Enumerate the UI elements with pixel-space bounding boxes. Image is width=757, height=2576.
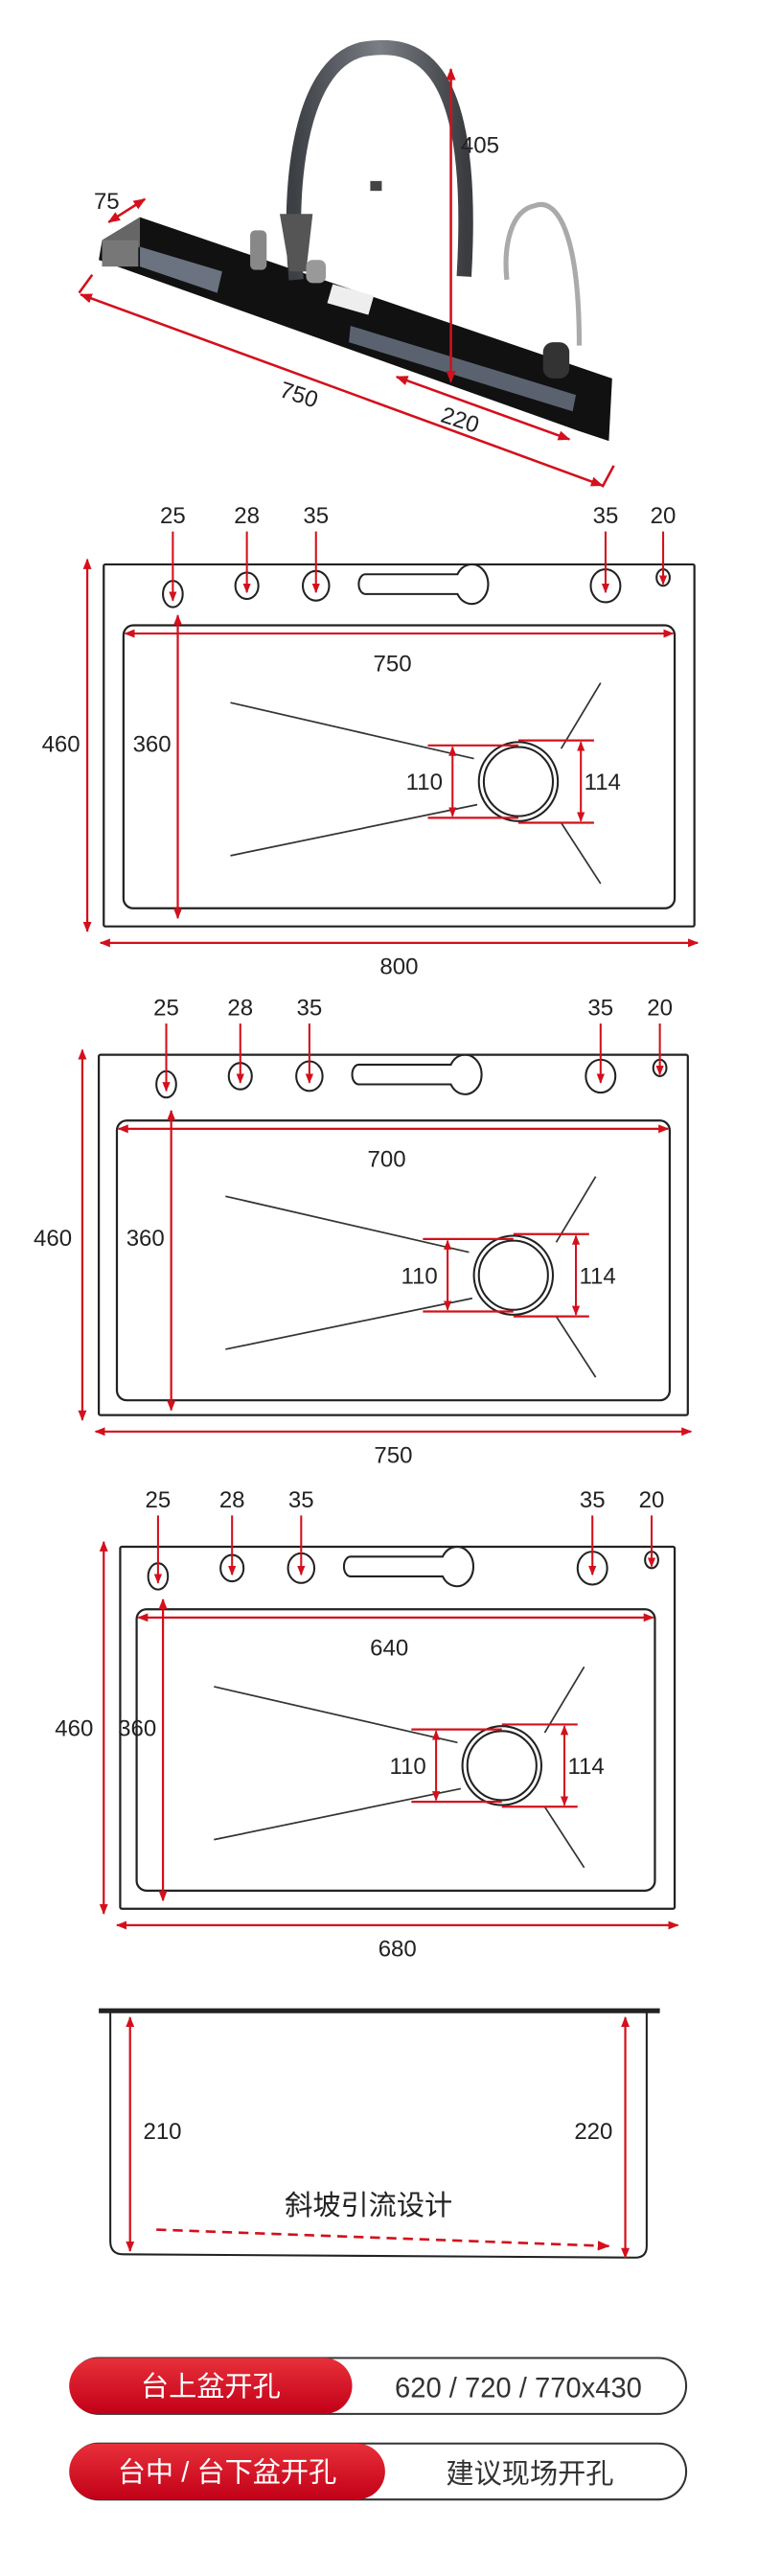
slope-guide-line — [560, 822, 602, 885]
slope-guide-line — [543, 1666, 585, 1734]
hole-size-label: 35 — [580, 1487, 606, 1513]
basin-width-label: 700 — [368, 1146, 406, 1172]
slope-guide-line — [555, 1176, 597, 1243]
basin-width-label: 640 — [370, 1635, 408, 1661]
slope-drainage-label: 斜坡引流设计 — [285, 2190, 452, 2221]
sink-cross-section: 210 220 斜坡引流设计 — [99, 2008, 660, 2259]
faucet-dimensions: 405 75 750 220 — [78, 67, 615, 488]
hole-size-label: 28 — [219, 1487, 245, 1513]
drain-outer-ring — [461, 1725, 543, 1806]
hole-size-label: 35 — [593, 503, 619, 529]
basin-width-label: 750 — [374, 652, 412, 678]
sink-plan-2: 25 28 35 35 20 700 360 460 750 110 114 — [34, 995, 693, 1468]
faucet-height-label: 405 — [461, 133, 499, 159]
outer-height-label: 460 — [42, 732, 80, 758]
slope-guide-line — [214, 1686, 458, 1744]
hole-size-label: 35 — [288, 1487, 314, 1513]
hole-size-label: 25 — [153, 995, 179, 1021]
drain-outer-label: 114 — [567, 1754, 604, 1780]
drain-outer-label: 114 — [585, 770, 621, 795]
hole-size-label: 35 — [297, 995, 323, 1021]
drain-outer-ring — [477, 741, 560, 822]
outer-width-label: 800 — [379, 954, 418, 979]
waterfall-length-label: 220 — [438, 402, 482, 439]
basin-depth-label: 360 — [118, 1715, 156, 1741]
basin-outline — [135, 1608, 656, 1892]
slope-guide-line — [225, 1195, 470, 1254]
drain-outer-label: 114 — [579, 1263, 615, 1289]
hole-size-label: 25 — [146, 1487, 172, 1513]
cutout-value: 建议现场开孔 — [446, 2458, 613, 2490]
hole-size-label: 35 — [587, 995, 613, 1021]
drain-inner-ring — [466, 1730, 538, 1802]
cutout-value: 620 / 720 / 770x430 — [395, 2374, 642, 2404]
slope-guide-line — [225, 1297, 473, 1350]
faucet-depth-label: 75 — [94, 189, 120, 215]
soap-slot — [357, 563, 490, 606]
outer-width-label: 680 — [378, 1937, 417, 1963]
basin-outline — [122, 624, 677, 909]
sink-outline — [103, 563, 696, 928]
faucet-length-label: 750 — [277, 377, 321, 413]
drain-outer-ring — [472, 1234, 555, 1316]
drain-inner-ring — [482, 746, 555, 817]
right-depth-label: 220 — [574, 2119, 612, 2145]
sink-outline — [119, 1545, 677, 1910]
slope-guide-line — [230, 803, 478, 857]
sink-outline — [97, 1053, 689, 1416]
hole-size-label: 35 — [303, 503, 329, 529]
soap-slot — [342, 1545, 474, 1588]
slope-guide-line — [230, 702, 474, 760]
left-depth-label: 210 — [143, 2119, 181, 2145]
hole-size-label: 20 — [651, 503, 677, 529]
slope-guide-line — [214, 1787, 462, 1841]
slope-guide-line — [543, 1806, 585, 1869]
sink-plan-1: 25 28 35 35 20 750 360 460 800 110 114 — [42, 503, 700, 979]
basin-outline — [115, 1119, 672, 1402]
hole-size-label: 20 — [647, 995, 673, 1021]
slope-arrow — [156, 2228, 610, 2251]
drain-inner-label: 110 — [401, 1263, 438, 1289]
cutout-label: 台中 / 台下盆开孔 — [118, 2456, 337, 2488]
cutout-under-mount: 台中 / 台下盆开孔 建议现场开孔 — [69, 2442, 688, 2501]
basin-depth-label: 360 — [126, 1226, 165, 1252]
hole-size-label: 20 — [639, 1487, 665, 1513]
drain-inner-label: 110 — [389, 1754, 425, 1780]
cutout-label: 台上盆开孔 — [141, 2371, 281, 2403]
outer-height-label: 460 — [55, 1715, 93, 1741]
drain-inner-label: 110 — [406, 770, 443, 795]
drain-inner-ring — [477, 1239, 549, 1311]
hole-size-label: 28 — [227, 995, 253, 1021]
faucet-product-image — [99, 39, 612, 442]
hole-size-label: 25 — [160, 503, 186, 529]
outer-height-label: 460 — [34, 1226, 72, 1252]
cutout-top-mount: 台上盆开孔 620 / 720 / 770x430 — [69, 2357, 688, 2415]
hole-size-label: 28 — [234, 503, 260, 529]
slope-guide-line — [560, 682, 602, 749]
basin-depth-label: 360 — [133, 732, 172, 758]
sink-plan-3: 25 28 35 35 20 640 360 460 680 110 114 — [55, 1487, 679, 1963]
soap-slot — [351, 1053, 483, 1095]
outer-width-label: 750 — [374, 1442, 412, 1468]
slope-guide-line — [555, 1316, 597, 1378]
